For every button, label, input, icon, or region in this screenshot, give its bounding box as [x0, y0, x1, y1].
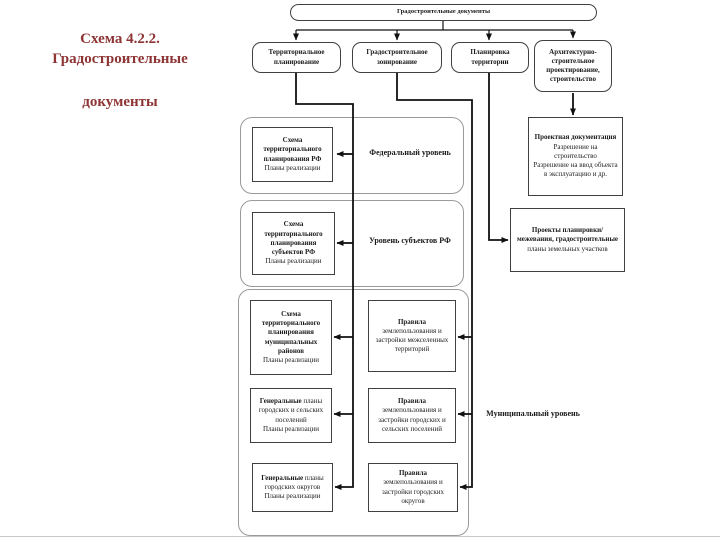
- slide-title-line2: Градостроительные: [52, 50, 188, 67]
- node-architecture-label: Архитектурно-строительное проектирование…: [546, 47, 600, 84]
- node-scheme-subjects: Схема территориального планирования субъ…: [252, 212, 335, 275]
- slide-title-line3: документы: [82, 94, 158, 110]
- node-zoning: Градостроительное зонирование: [352, 42, 442, 73]
- node-project-docs-line3: Разрешение на ввод объекта в эксплуатаци…: [533, 161, 618, 179]
- node-rules-districts-lead: Правила: [398, 469, 428, 478]
- node-rules-intersettlement-rest: землепользования и застройки межселенных…: [375, 326, 449, 354]
- node-rules-intersettlement-lead: Правила: [397, 317, 427, 326]
- node-genplan-settlements-sub: Планы реализации: [262, 424, 320, 433]
- node-scheme-municipal: Схема территориального планирования муни…: [250, 300, 332, 375]
- node-rules-intersettlement: Правила землепользования и застройки меж…: [368, 300, 456, 372]
- node-genplan-districts-sub: Планы реализации: [264, 492, 321, 501]
- node-genplan-settlements-rest: планы городских и сельских поселений: [258, 397, 324, 424]
- municipal-level-label: Муниципальный уровень: [486, 409, 580, 418]
- node-rules-settlements-lead: Правила: [397, 397, 427, 406]
- subjects-level-label: Уровень субъектов РФ: [369, 236, 451, 245]
- subjects-level-container: [240, 200, 464, 287]
- node-rules-districts-rest: землепользования и застройки городских о…: [381, 478, 445, 505]
- node-territory-layout-label: Планировка территории: [470, 48, 510, 66]
- node-planning-projects: Проекты планировки/межевания, градострои…: [510, 208, 625, 272]
- node-zoning-label: Градостроительное зонирование: [366, 48, 428, 66]
- node-rules-settlements-rest: землепользования и застройки городских и…: [378, 406, 446, 433]
- node-genplan-districts-rest: планы городских округов: [264, 473, 324, 491]
- node-scheme-municipal-sub: Планы реализации: [262, 355, 320, 364]
- node-territorial-planning: Территориальное планирование: [252, 42, 341, 73]
- node-scheme-municipal-main: Схема территориального планирования муни…: [261, 309, 321, 355]
- node-genplan-districts-lead: Генеральные: [261, 473, 304, 482]
- territorial-planning-trunk: [295, 73, 354, 490]
- federal-level-label: Федеральный уровень: [369, 148, 451, 157]
- node-genplan-settlements-lead: Генеральные: [259, 397, 302, 406]
- territory-layout-connector: [488, 73, 509, 243]
- node-scheme-rf-main: Схема территориального планирования РФ: [263, 136, 322, 163]
- slide-title-line1: Схема 4.2.2.: [80, 31, 160, 47]
- node-root: Градостроительные документы: [290, 4, 597, 21]
- bottom-rule: [0, 536, 720, 537]
- node-territorial-planning-label: Территориальное планирование: [268, 48, 325, 66]
- slide-title: Схема 4.2.2. Градостроительные документы: [22, 30, 218, 113]
- node-rules-districts: Правила землепользования и застройки гор…: [368, 463, 458, 512]
- node-architecture: Архитектурно-строительное проектирование…: [534, 40, 612, 92]
- node-scheme-subjects-sub: Планы реализации: [265, 257, 322, 266]
- node-root-label: Градостроительные документы: [396, 8, 491, 16]
- node-scheme-rf-sub: Планы реализации: [264, 163, 321, 172]
- node-scheme-rf: Схема территориального планирования РФ П…: [252, 127, 333, 182]
- node-planning-projects-main: Проекты планировки/межевания, градострои…: [516, 226, 619, 244]
- node-genplan-settlements: Генеральные планы городских и сельских п…: [250, 388, 332, 443]
- root-distribution-connector: [293, 21, 576, 41]
- zoning-trunk: [396, 73, 473, 490]
- node-project-docs-line1: Проектная документация: [534, 133, 617, 142]
- node-genplan-districts: Генеральные планы городских округов План…: [252, 463, 333, 512]
- node-rules-settlements: Правила землепользования и застройки гор…: [368, 388, 456, 443]
- node-project-docs: Проектная документация Разрешение на стр…: [528, 117, 623, 196]
- node-territory-layout: Планировка территории: [451, 42, 529, 73]
- node-scheme-subjects-main: Схема территориального планирования субъ…: [264, 220, 323, 257]
- federal-level-container: [240, 117, 464, 194]
- node-project-docs-line2: Разрешение на строительство: [553, 142, 598, 160]
- node-planning-projects-sub: планы земельных участков: [527, 244, 608, 253]
